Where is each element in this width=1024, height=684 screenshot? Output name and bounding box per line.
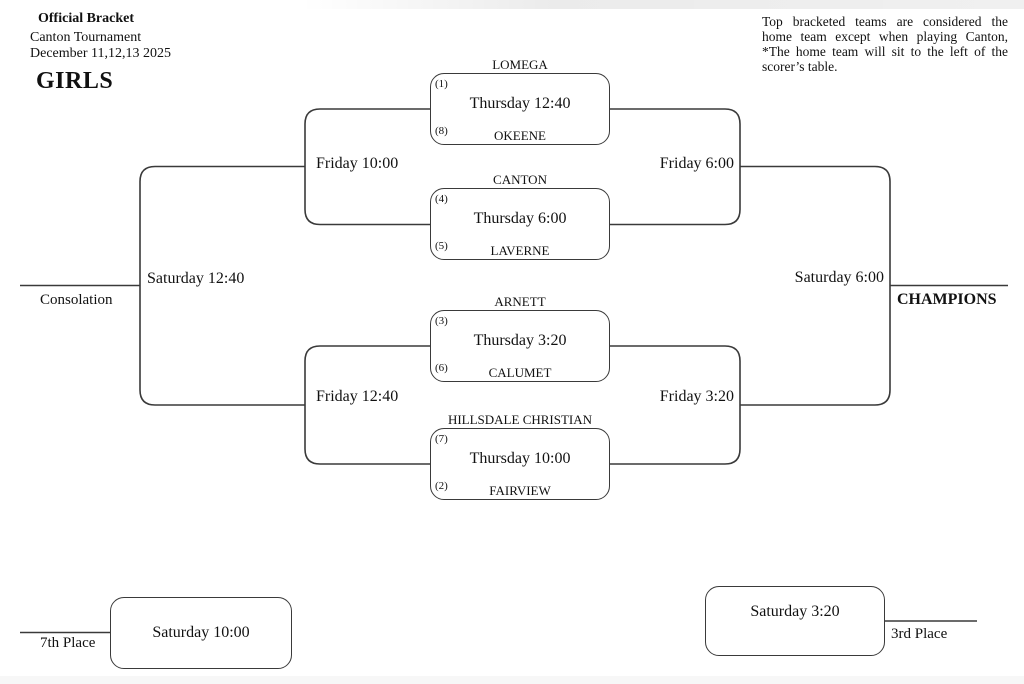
home-team-note: Top bracketed teams are considered the h… [762, 14, 1008, 74]
game-quarterfinal-3: ARNETT (3) Thursday 3:20 (6) CALUMET [430, 294, 610, 382]
consolation-semifinal-bottom-time-label: Friday 12:40 [316, 388, 399, 405]
team-name-bottom: CALUMET [488, 365, 552, 380]
consolation-semifinal-top-time-label: Friday 10:00 [316, 155, 399, 172]
seed-bottom: (6) [435, 362, 448, 374]
seventh-place-label: 7th Place [40, 635, 96, 651]
game-time: Saturday 3:20 [750, 603, 840, 620]
scan-shadow-top [300, 0, 1024, 9]
semifinal-top-time-label: Friday 6:00 [659, 155, 734, 172]
game-time: Thursday 6:00 [473, 210, 567, 227]
seed-bottom: (2) [435, 480, 448, 492]
game-box [430, 428, 610, 500]
division-title: GIRLS [36, 68, 114, 94]
seed-top: (1) [435, 78, 448, 90]
seventh-place-game-box: Saturday 10:00 [110, 597, 292, 669]
team-name-top: ARNETT [494, 294, 546, 309]
team-name-top: LOMEGA [492, 57, 548, 72]
game-time: Thursday 3:20 [473, 332, 567, 349]
team-name-top: HILLSDALE CHRISTIAN [447, 412, 593, 427]
page-title: Official Bracket [38, 11, 135, 26]
game-time: Saturday 10:00 [152, 624, 250, 641]
tournament-name: Canton Tournament [30, 30, 142, 45]
consolation-final-time-label: Saturday 12:40 [147, 270, 245, 287]
game-quarterfinal-4: HILLSDALE CHRISTIAN (7) Thursday 10:00 (… [430, 412, 610, 500]
tournament-dates: December 11,12,13 2025 [30, 46, 171, 61]
seed-bottom: (5) [435, 240, 448, 252]
semifinal-bottom-time-label: Friday 3:20 [659, 388, 734, 405]
game-quarterfinal-2: CANTON (4) Thursday 6:00 (5) LAVERNE [430, 172, 610, 260]
game-time: Thursday 10:00 [469, 450, 571, 467]
seed-top: (4) [435, 193, 448, 205]
third-place-label: 3rd Place [891, 626, 948, 642]
game-box [430, 310, 610, 382]
seed-top: (3) [435, 315, 448, 327]
team-name-bottom: LAVERNE [490, 243, 550, 258]
game-quarterfinal-1: LOMEGA (1) Thursday 12:40 (8) OKEENE [430, 57, 610, 145]
third-place-game-box: Saturday 3:20 [705, 586, 885, 656]
championship-final-time-label: Saturday 6:00 [794, 269, 884, 286]
team-name-top: CANTON [493, 172, 547, 187]
seed-bottom: (8) [435, 125, 448, 137]
game-box [430, 188, 610, 260]
game-time: Thursday 12:40 [469, 95, 571, 112]
team-name-bottom: OKEENE [494, 128, 546, 143]
team-name-bottom: FAIRVIEW [489, 483, 551, 498]
consolation-label: Consolation [40, 292, 113, 308]
seed-top: (7) [435, 433, 448, 445]
game-box [430, 73, 610, 145]
champions-label: CHAMPIONS [897, 291, 997, 308]
